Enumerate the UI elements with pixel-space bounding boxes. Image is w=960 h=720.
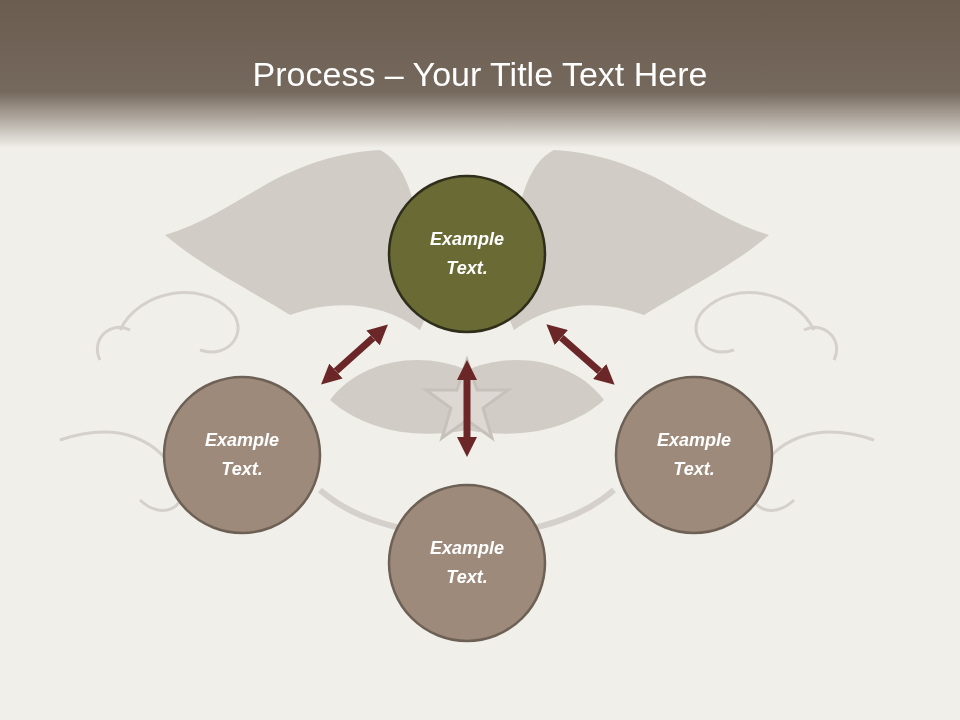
eagle-emblem [60,150,874,535]
process-circle: Example Text. [614,375,774,535]
double-arrow [561,338,599,372]
double-arrow [336,338,373,371]
circle-text-box: Example Text. [387,483,547,643]
circle-text-box: Example Text. [162,375,322,535]
circle-shape [164,377,320,533]
circle-outline [162,375,322,535]
circle-text-box: Example Text. [614,375,774,535]
circle-label: Example Text. [417,225,518,283]
title-text: Process – Your Title Text Here [0,52,960,96]
header-band [0,0,960,148]
circle-outline [387,174,547,334]
circle-shape [389,176,545,332]
circle-text-box: Example Text. [387,174,547,334]
circle-outline [387,483,547,643]
star-symbol [426,360,508,438]
circle-label: Example Text. [644,426,745,484]
circle-shape [389,485,545,641]
circle-outline [614,375,774,535]
process-circle: Example Text. [162,375,322,535]
circle-shape [616,377,772,533]
process-circle: Example Text. [387,174,547,334]
circle-label: Example Text. [417,534,518,592]
circle-label: Example Text. [192,426,293,484]
process-circle: Example Text. [387,483,547,643]
double-arrow [464,380,471,437]
